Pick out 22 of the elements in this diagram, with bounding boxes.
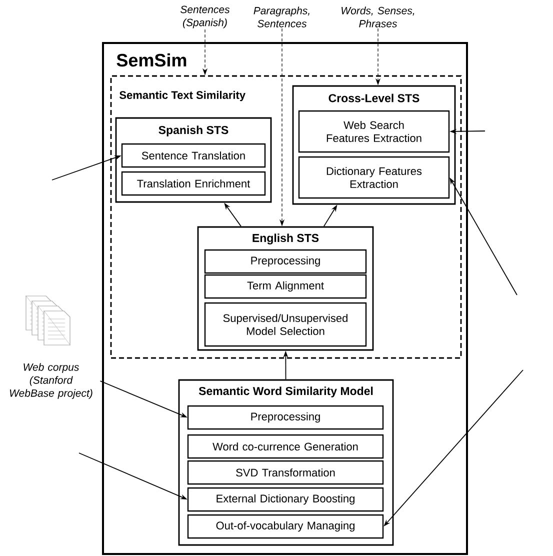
box-title: SemSim	[116, 53, 186, 67]
step-box: SVD Transformation	[187, 460, 384, 485]
step-box: Word co-currence Generation	[187, 434, 384, 459]
step-box: Dictionary Features Extraction	[298, 156, 450, 199]
box-title: Semantic Word Similarity Model	[198, 386, 373, 398]
step-box: Web Search Features Extraction	[298, 110, 450, 153]
step-box: Translation Enrichment	[121, 171, 266, 196]
step-box: Preprocessing	[187, 405, 384, 430]
step-box: Sentence Translation	[121, 143, 266, 168]
box-title: English STS	[252, 234, 319, 244]
input-label: Paragraphs, Sentences	[254, 6, 310, 28]
box-title: Semantic Text Similarity	[120, 90, 246, 102]
step-box: Out-of-vocabulary Managing	[187, 514, 384, 539]
input-label: Words, Senses, Phrases	[342, 6, 414, 28]
step-box: Term Alignment	[204, 274, 367, 299]
input-label: Web corpus (Stanford WebBase project)	[10, 363, 92, 399]
step-box: Supervised/Unsupervised Model Selection	[204, 302, 367, 347]
step-box: External Dictionary Boosting	[187, 487, 384, 512]
box-title: Spanish STS	[158, 126, 228, 136]
step-box: Preprocessing	[204, 249, 367, 274]
box-title: Cross-Level STS	[328, 94, 420, 102]
input-label: Sentences (Spanish)	[180, 6, 230, 28]
